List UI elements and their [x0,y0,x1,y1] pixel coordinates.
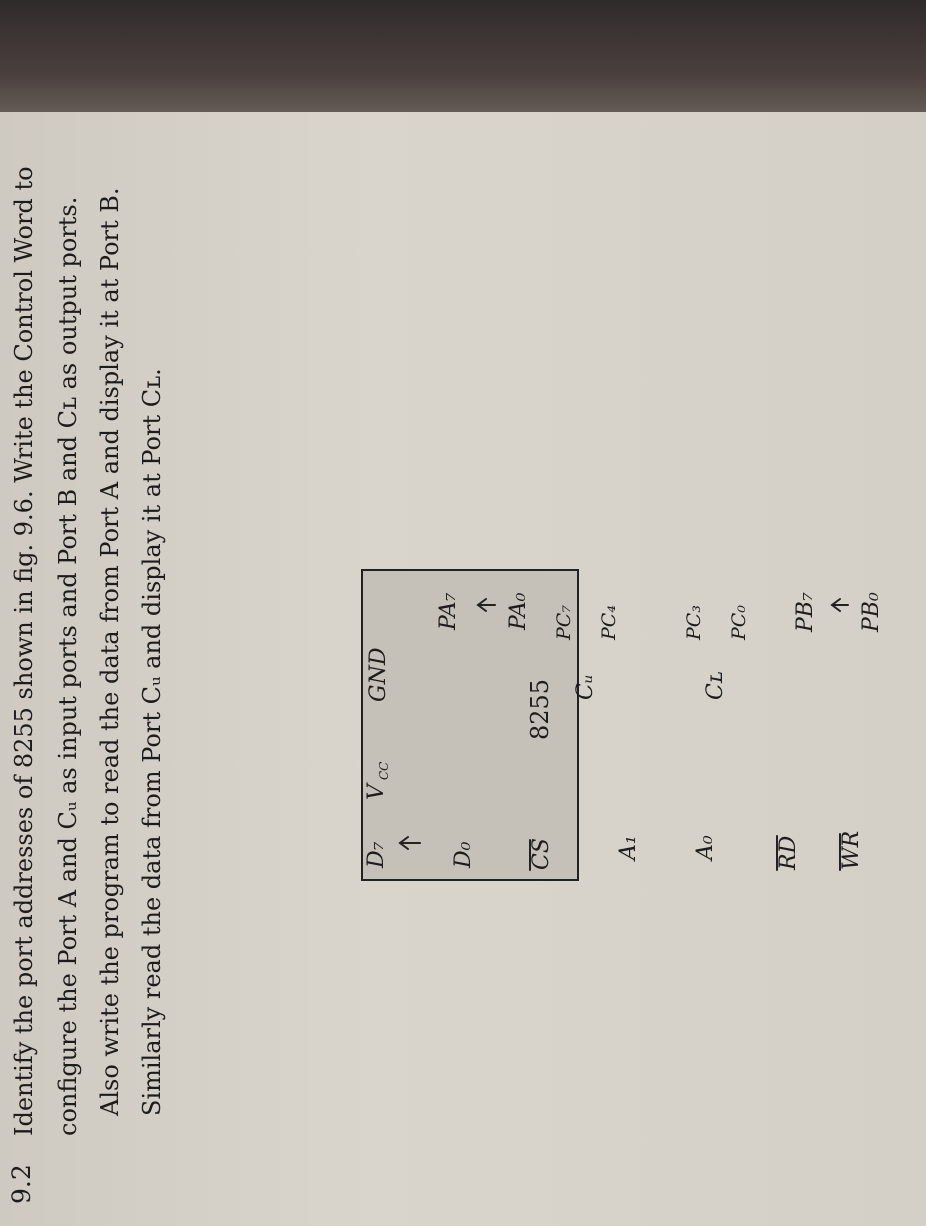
pin-label-pc0: PC₀ [728,605,750,641]
pin-label-pa0: PA₀ [506,592,531,631]
pin-label-pa7: PA₇ [436,592,461,631]
problem-line-4: Similarly read the data from Port Cᵤ and… [138,368,166,1116]
chip-8255-body [361,569,579,881]
pin-label-pb0: PB₀ [859,592,884,633]
pin-label-pc3: PC₃ [683,605,705,641]
direction-arrow-head [476,598,487,612]
pin-label-cu: Cᵤ [573,674,598,700]
problem-number: 9.2 [7,1164,36,1204]
pin-label-cl: Cʟ [703,671,728,700]
pin-label-d0: D₀ [451,841,476,869]
problem-line-1: Identify the port addresses of 8255 show… [10,166,38,1136]
pin-label-pc4: PC₄ [598,605,620,641]
pin-label-cs: CS [529,838,554,870]
pin-label-rd: RD [776,835,801,871]
chip-name: 8255 [526,679,554,740]
pin-label-wr: WR [839,831,864,870]
pin-label-pb7: PB₇ [793,592,818,633]
pin-label-a0: A₀ [693,835,718,862]
direction-arrow-head [830,598,841,612]
pin-label-d7: D₇ [364,841,389,869]
pin-label-pc7: PC₇ [553,605,575,641]
photo-background-top [0,0,926,122]
pin-label-a1: A₁ [616,835,641,862]
problem-line-3: Also write the program to read the data … [96,187,124,1117]
problem-line-2: configure the Port A and Cᵤ as input por… [54,197,82,1136]
pin-label-vcc: V [364,782,389,800]
direction-arrow-head [398,836,409,850]
pin-label-vcc-sub: CC [377,762,391,780]
pin-label-gnd: GND [366,647,391,702]
